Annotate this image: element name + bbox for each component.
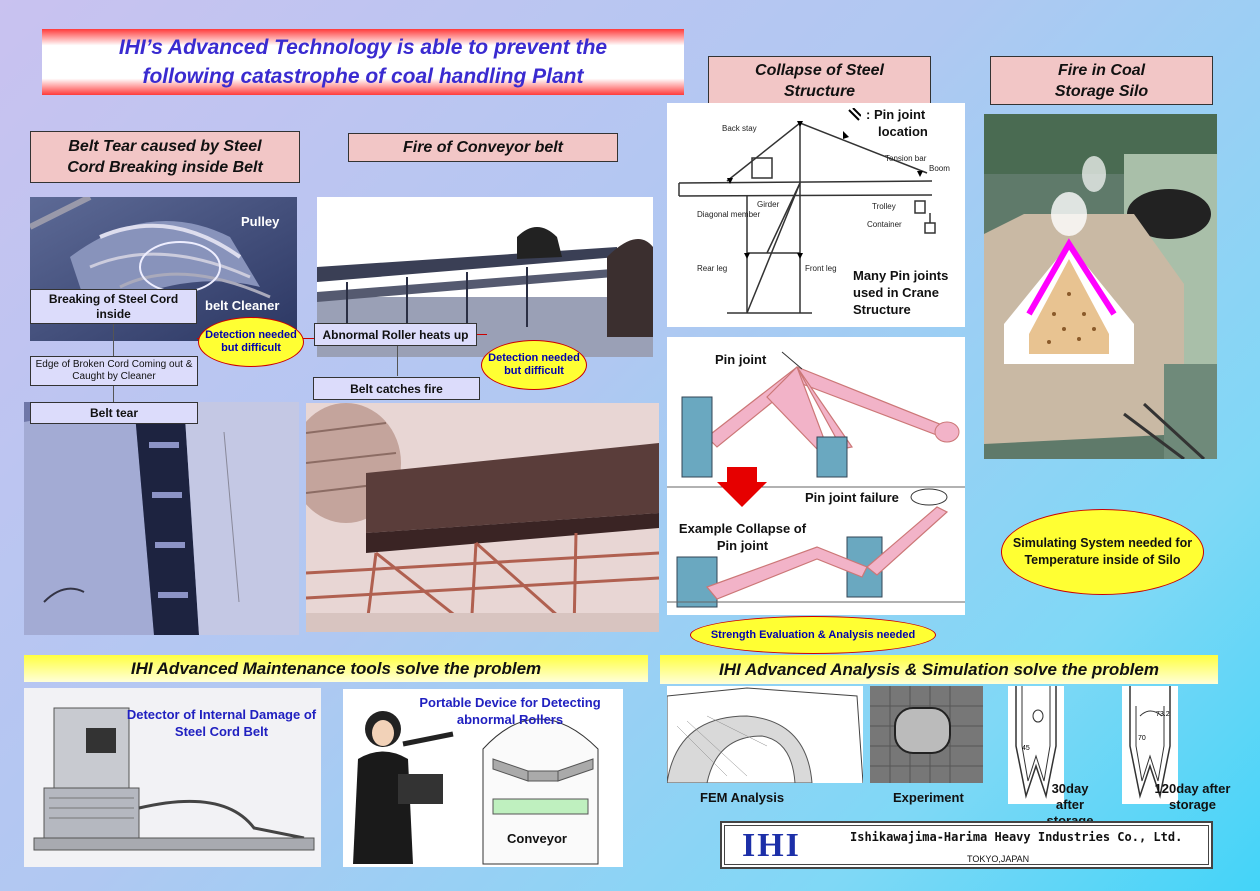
strength-oval: Strength Evaluation & Analysis needed [690,616,936,654]
label-70: 70 [1138,735,1146,742]
pin-failure-label: Pin joint failure [805,490,899,505]
back-stay-label: Back stay [722,124,757,133]
silo-30day-image: 45 [1008,686,1064,804]
red-connector [477,334,487,335]
pulley-label: Pulley [241,214,280,229]
detection-oval-conveyor: Detection needed but difficult [481,340,587,390]
pin-legend-label: : Pin joint location [866,107,928,139]
experiment-caption: Experiment [893,790,964,805]
collapse-label: Collapse of Steel Structure [708,56,931,105]
company-footer: IHI Ishikawajima-Harima Heavy Industries… [720,821,1213,869]
detection-oval-belt: Detection needed but difficult [198,317,304,367]
company-name: Ishikawajima-Harima Heavy Industries Co.… [850,830,1183,844]
girder-label: Girder [757,200,780,209]
detector-label: Detector of Internal Damage of Steel Cor… [126,707,317,739]
rear-leg-label: Rear leg [697,264,727,273]
title-line-2: following catastrophe of coal handling P… [142,65,584,88]
experiment-image [870,686,983,783]
page-title: IHI’s Advanced Technology is able to pre… [42,29,684,95]
pin-collapse-diagram [667,337,965,615]
portable-label: Portable Device for Detecting abnormal R… [419,695,601,727]
day120-caption: 120day after storage [1154,781,1231,812]
belt-tear-photo [24,402,299,635]
fem-image [667,686,863,783]
flow-connector [113,324,114,356]
label-73: 73.2 [1156,711,1170,718]
pin-joint-label: Pin joint [715,352,767,367]
tension-bar-label: Tension bar [885,154,927,163]
ihi-logo: IHI [742,827,801,864]
container-label: Container [867,220,902,229]
flow-connector [113,386,114,402]
many-pins-label: Many Pin joints used in Crane Structure [853,268,949,317]
silo-120day-image: 73.2 70 [1122,686,1178,804]
label-45: 45 [1022,745,1030,752]
trolley-label: Trolley [872,202,896,211]
company-location: TOKYO,JAPAN [967,854,1030,864]
detector-photo [24,688,321,867]
front-leg-label: Front leg [805,264,837,273]
silo-illustration [984,114,1217,459]
pin-legend-icon [847,107,862,122]
analysis-bar: IHI Advanced Analysis & Simulation solve… [660,655,1218,684]
burnt-conveyor-photo [306,403,659,632]
title-line-1: IHI’s Advanced Technology is able to pre… [118,36,608,59]
belt-tear-label: Belt Tear caused by Steel Cord Breaking … [30,131,300,183]
silo-label: Fire in Coal Storage Silo [990,56,1213,105]
fem-caption: FEM Analysis [700,790,785,805]
flow-connector [397,346,398,376]
boom-label: Boom [929,164,950,173]
fire-conveyor-label: Fire of Conveyor belt [348,133,618,162]
belt-fire-box: Belt catches fire [313,377,480,400]
example-collapse-label: Example Collapse of Pin joint [678,521,807,553]
simulating-oval: Simulating System needed for Temperature… [1001,509,1204,595]
crane-diagram: Back stay Tension bar Boom Girder Diagon… [667,103,965,327]
abnormal-roller-box: Abnormal Roller heats up [314,323,477,346]
belt-cleaner-label: belt Cleaner [205,298,280,313]
portable-device-photo [343,689,623,867]
maintenance-bar: IHI Advanced Maintenance tools solve the… [24,655,648,682]
conveyor-label: Conveyor [507,831,567,846]
edge-cord-box: Edge of Broken Cord Coming out & Caught … [30,356,198,386]
breaking-cord-box: Breaking of Steel Cord inside [30,289,197,324]
diagonal-member-label: Diagonal member [697,210,760,219]
belt-tear-box-overlay: Belt tear [30,402,198,424]
